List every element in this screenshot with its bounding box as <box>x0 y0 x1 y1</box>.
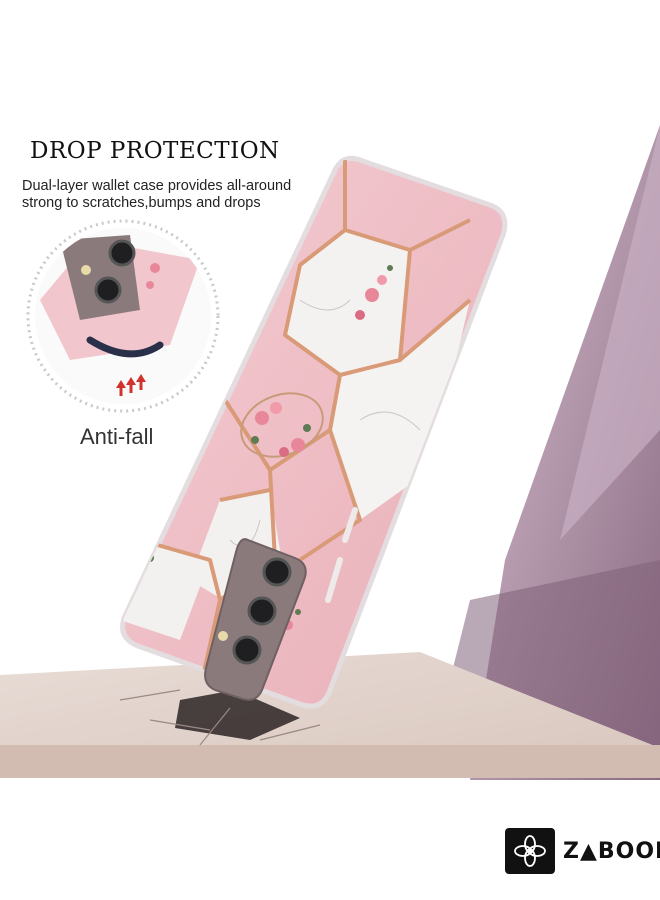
page-title: DROP PROTECTION <box>30 138 280 164</box>
flower-logo-icon <box>505 828 555 874</box>
brand-name: Z▲BOON <box>563 838 660 864</box>
brand-logo: Z▲BOON <box>505 828 660 874</box>
up-arrows-icon <box>116 374 146 396</box>
feature-description: Dual-layer wallet case provides all-arou… <box>22 178 292 211</box>
phone-case <box>120 155 508 709</box>
zoom-callout <box>26 219 220 413</box>
pedestal <box>0 652 660 778</box>
camera-module <box>204 538 307 701</box>
callout-label: Anti-fall <box>80 424 154 449</box>
